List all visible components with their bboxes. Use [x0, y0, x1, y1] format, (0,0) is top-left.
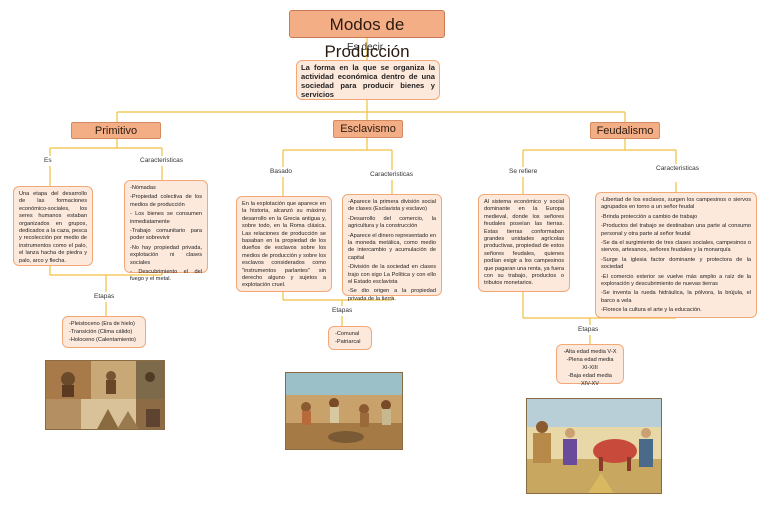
page-title: Modos de Producción [289, 10, 445, 61]
list-item: -Comunal [335, 331, 360, 337]
list-item: -Aparece el dinero representado en la mo… [348, 232, 437, 261]
definition-box: La forma en la que se organiza la activi… [296, 60, 440, 100]
primitivo-caracteristicas-label: Caracteristicas [140, 157, 183, 164]
es-decir-label: Es decir [347, 42, 384, 53]
feudalismo-etapas-box: -Alta edad media V-X -Plena edad media X… [556, 344, 624, 387]
primitivo-description: Una etapa del desarrollo de las formacio… [19, 191, 87, 264]
feudalismo-image [526, 398, 662, 494]
primitivo-collage-image [45, 360, 165, 430]
list-item: -Alta edad media V-X [563, 349, 617, 355]
feudalismo-caracteristicas-label: Caracteristicas [656, 165, 699, 172]
primitivo-description-box: Una etapa del desarrollo de las formacio… [13, 186, 93, 266]
esclavismo-etapas-box: -Comunal -Patriarcal [328, 326, 372, 350]
feudalismo-characteristics-box: -Libertad de los esclavos, surgen los ca… [595, 192, 757, 318]
list-item: -Se dio origen a la propiedad privada de… [348, 288, 436, 302]
list-item: -Holoceno (Calentamiento) [69, 337, 136, 343]
list-item: -Desarrollo del comercio, la agricultura… [348, 215, 436, 230]
list-item: -Florece la cultura el arte y la educaci… [601, 307, 702, 314]
list-item: -Propiedad colectiva de los medios de pr… [130, 194, 202, 208]
primitivo-etapas-box: -Pleistoceno (Era de hielo) -Transición … [62, 316, 146, 348]
list-item: -División de la sociedad en clases trajo… [348, 264, 436, 286]
list-item: -Se inventa la rueda hidráulica, la pólv… [601, 290, 751, 304]
list-item: -Brinda protección a cambio de trabajo [601, 213, 698, 220]
feudalismo-etapas-label: Etapas [578, 326, 599, 333]
primitivo-es-label: Es [44, 157, 52, 164]
list-item: -Transición (Clima cálido) [69, 329, 133, 335]
list-item: -El comercio exterior se vuelve más ampl… [601, 273, 751, 288]
list-item: - Descubrimiento el del fuego y el metal… [130, 269, 202, 283]
esclavismo-basado-label: Basado [270, 168, 293, 175]
esclavismo-etapas-label: Etapas [332, 307, 353, 314]
esclavismo-description: En la explotación que aparece en la hist… [242, 201, 326, 289]
esclavismo-image [285, 372, 403, 450]
list-item: -Baja edad media XIV-XV [568, 373, 612, 387]
list-item: -Aparece la primera división social de c… [348, 199, 436, 213]
primitivo-header: Primitivo [71, 122, 161, 139]
list-item: -Patriarcal [335, 339, 361, 345]
primitivo-characteristics-box: -Nómadas -Propiedad colectiva de los med… [124, 180, 208, 282]
list-item: -Libertad de los esclavos, surgen los ca… [601, 197, 751, 211]
list-item: -Productos del trabajo se destinaban una… [601, 223, 751, 237]
list-item: -Se da el surgimiento de tres clases soc… [601, 240, 751, 254]
list-item: -Surge la iglesia factor dominante y pro… [601, 256, 751, 271]
list-item: -No hay propiedad privada, explotación n… [130, 244, 202, 266]
esclavismo-caracteristicas-label: Caracteristicas [370, 171, 413, 178]
feudalismo-se-refiere-label: Se refiere [509, 168, 538, 175]
feudalismo-description: Al sistema económico y social dominante … [484, 199, 564, 287]
list-item: -Nómadas [130, 185, 156, 191]
list-item: -Pleistoceno (Era de hielo) [69, 321, 135, 327]
feudalismo-header: Feudalismo [590, 122, 660, 139]
esclavismo-characteristics-box: -Aparece la primera división social de c… [342, 194, 442, 302]
list-item: - Los bienes se consumen inmediatamente [130, 211, 202, 225]
feudalismo-description-box: Al sistema económico y social dominante … [478, 194, 570, 292]
primitivo-etapas-label: Etapas [94, 293, 115, 300]
esclavismo-header: Esclavismo [333, 120, 403, 138]
esclavismo-description-box: En la explotación que aparece en la hist… [236, 196, 332, 292]
list-item: -Plena edad media XI-XIII [566, 357, 614, 371]
list-item: -Trabajo comunitario para poder sobreviv… [130, 228, 202, 242]
